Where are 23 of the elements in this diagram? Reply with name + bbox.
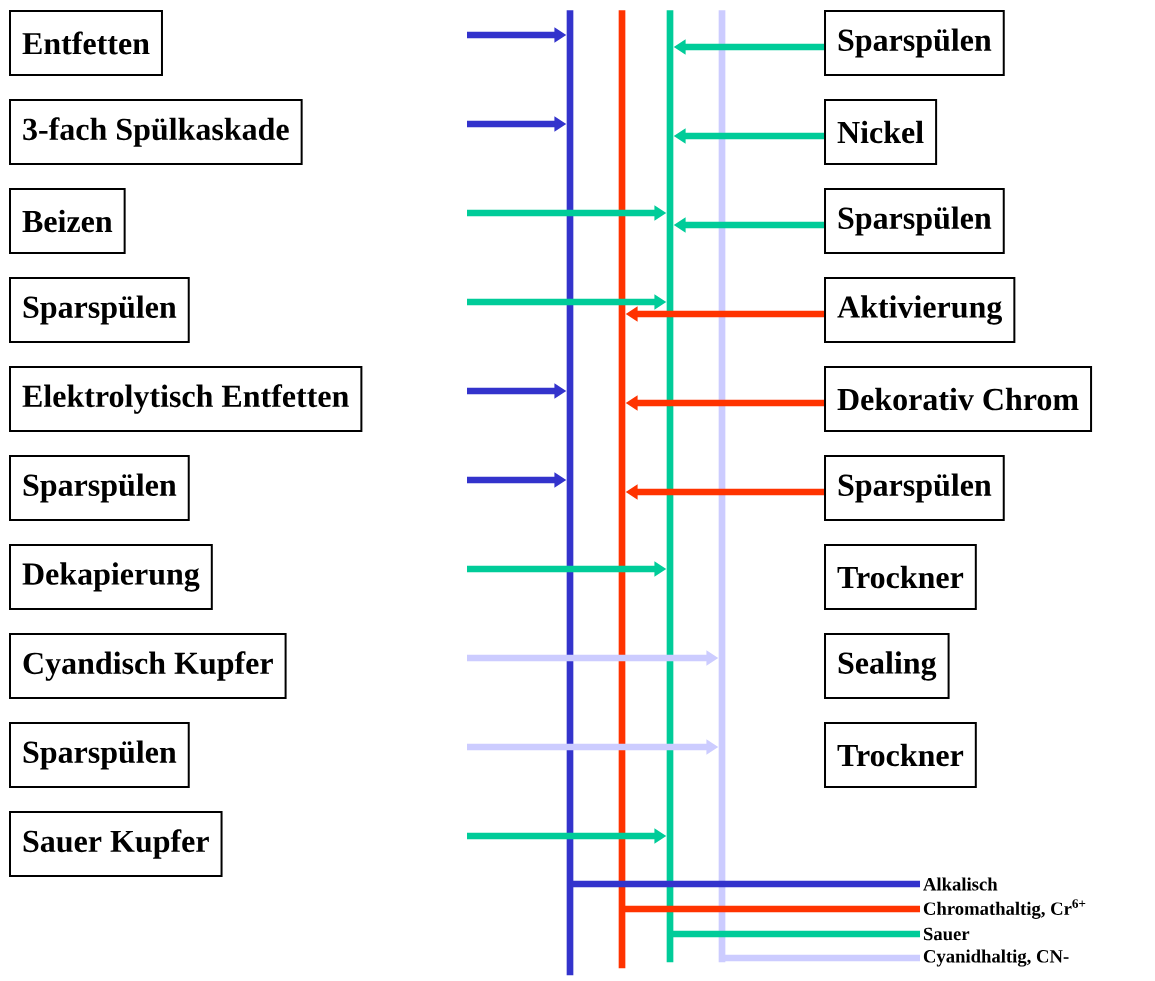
process-box: Sealing <box>824 633 950 699</box>
process-box: Sparspülen <box>9 722 190 788</box>
process-box: Beizen <box>9 188 126 254</box>
process-box: Sauer Kupfer <box>9 811 223 877</box>
process-box: Dekorativ Chrom <box>824 366 1093 432</box>
process-box: Aktivierung <box>824 277 1016 343</box>
process-box: Sparspülen <box>824 455 1005 521</box>
process-box: Trockner <box>824 544 977 610</box>
stream-label: Alkalisch <box>923 877 998 891</box>
process-box: Sparspülen <box>824 188 1005 254</box>
process-box: Sparspülen <box>9 455 190 521</box>
process-box: Sparspülen <box>824 10 1005 76</box>
process-box: Cyandisch Kupfer <box>9 633 287 699</box>
stream-label: Sauer <box>923 927 970 941</box>
process-box: Dekapierung <box>9 544 213 610</box>
stream-label: Cyanidhaltig, CN- <box>923 949 1069 967</box>
process-box: 3-fach Spülkaskade <box>9 99 303 165</box>
process-box: Sparspülen <box>9 277 190 343</box>
stream-label: Chromathaltig, Cr$^{6+}$ <box>923 899 1086 919</box>
process-box: Trockner <box>824 722 977 788</box>
process-box: Elektrolytisch Entfetten <box>9 366 363 432</box>
process-box: Nickel <box>824 99 938 165</box>
process-box: Entfetten <box>9 10 163 76</box>
